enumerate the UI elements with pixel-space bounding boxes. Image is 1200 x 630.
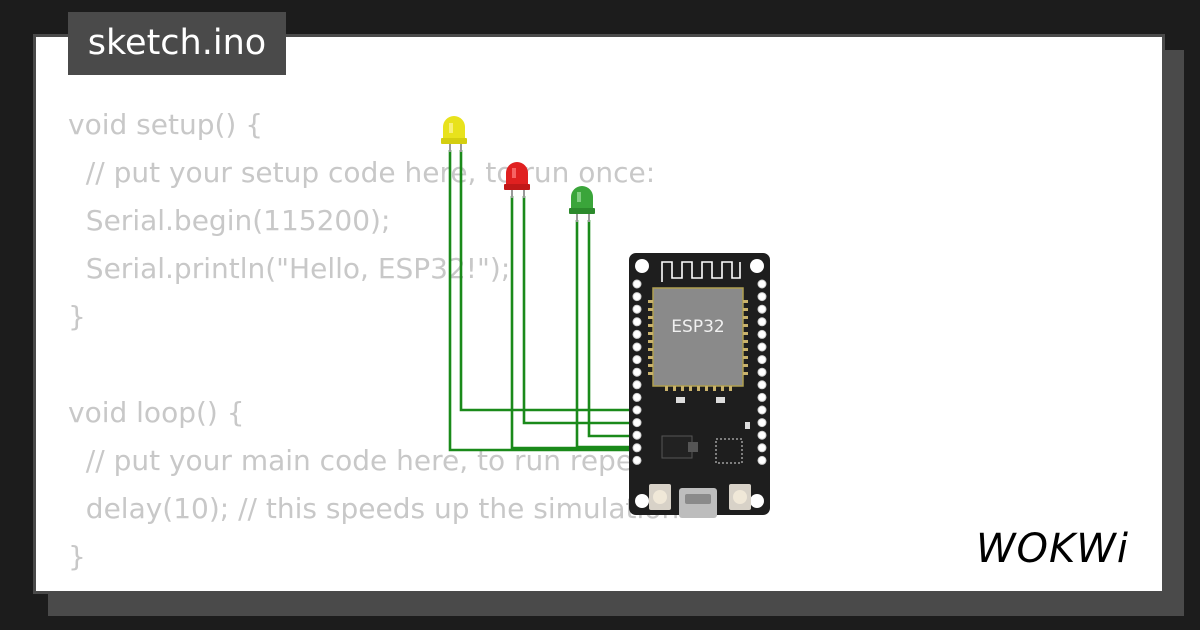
header-pins-right[interactable]: [757, 279, 767, 465]
wire-red-signal: [522, 196, 636, 425]
code-line: delay(10); // this speeds up the simulat…: [68, 492, 680, 525]
mount-hole: [750, 494, 764, 508]
header-pin[interactable]: [757, 317, 767, 327]
header-pin[interactable]: [632, 292, 642, 302]
wire-green-gnd: [575, 220, 636, 449]
header-pin[interactable]: [632, 455, 642, 465]
code-line: void loop() {: [68, 396, 245, 429]
board-label: ESP32: [671, 317, 724, 337]
wire-yellow-signal: [459, 150, 636, 412]
code-line: Serial.begin(115200);: [68, 204, 391, 237]
header-pin[interactable]: [632, 380, 642, 390]
header-pin[interactable]: [757, 355, 767, 365]
code-line: }: [68, 540, 86, 573]
header-pin[interactable]: [632, 430, 642, 440]
header-pin[interactable]: [632, 317, 642, 327]
header-pin[interactable]: [757, 367, 767, 377]
header-pin[interactable]: [757, 329, 767, 339]
header-pin[interactable]: [632, 342, 642, 352]
code-line: void setup() {: [68, 108, 264, 141]
code-line: // put your setup code here, to run once…: [68, 156, 656, 189]
esp32-board[interactable]: ESP32: [629, 253, 770, 518]
mount-hole: [635, 494, 649, 508]
header-pin[interactable]: [757, 380, 767, 390]
header-pin[interactable]: [632, 443, 642, 453]
header-pin[interactable]: [632, 279, 642, 289]
header-pin[interactable]: [632, 367, 642, 377]
header-pin[interactable]: [632, 392, 642, 402]
led-red[interactable]: [504, 162, 530, 198]
usb-uart-chip: [715, 438, 743, 464]
header-pin[interactable]: [632, 418, 642, 428]
header-pin[interactable]: [757, 430, 767, 440]
header-pins-left[interactable]: [632, 279, 642, 465]
header-pin[interactable]: [757, 292, 767, 302]
file-tab[interactable]: sketch.ino: [68, 12, 286, 75]
mount-hole: [750, 259, 764, 273]
header-pin[interactable]: [757, 279, 767, 289]
voltage-regulator: [661, 435, 693, 459]
header-pin[interactable]: [757, 443, 767, 453]
code-line: }: [68, 300, 86, 333]
code-line: Serial.println("Hello, ESP32!");: [68, 252, 511, 285]
wires: [448, 150, 636, 452]
header-pin[interactable]: [757, 342, 767, 352]
wire-yellow-gnd: [448, 150, 636, 452]
header-pin[interactable]: [757, 392, 767, 402]
header-pin[interactable]: [632, 405, 642, 415]
header-pin[interactable]: [757, 455, 767, 465]
wokwi-logo-text: WOKWi: [976, 526, 1129, 572]
header-pin[interactable]: [757, 304, 767, 314]
module-pins: [648, 300, 748, 391]
wokwi-logo: WOKWi: [976, 526, 1129, 572]
header-pin[interactable]: [757, 405, 767, 415]
header-pin[interactable]: [757, 418, 767, 428]
preview-card: void setup() { // put your setup code he…: [33, 34, 1165, 594]
wire-green-signal: [587, 220, 636, 438]
mount-hole: [635, 259, 649, 273]
header-pin[interactable]: [632, 329, 642, 339]
esp32-module: [652, 287, 744, 387]
header-pin[interactable]: [632, 304, 642, 314]
header-pin[interactable]: [632, 355, 642, 365]
antenna-trace: [661, 261, 741, 282]
led-yellow[interactable]: [441, 116, 467, 152]
led-green[interactable]: [569, 186, 595, 222]
